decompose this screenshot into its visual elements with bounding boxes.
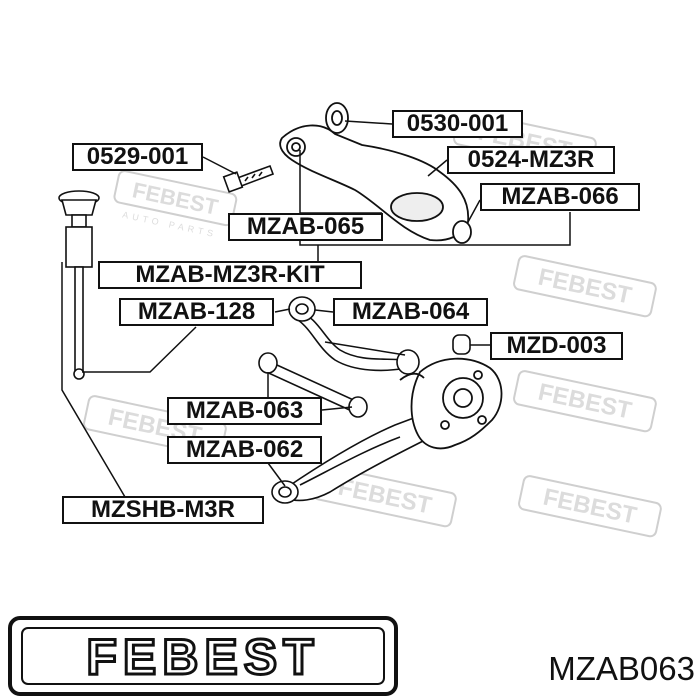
watermark-logo: FEBEST <box>513 370 657 433</box>
watermark-logo: FEBEST AUTO PARTS <box>113 170 238 239</box>
label-mzd-003: MZD-003 <box>490 332 623 360</box>
label-mzab-064: MZAB-064 <box>333 298 488 326</box>
knuckle-hub <box>399 357 503 450</box>
upper-control-arm <box>279 102 472 244</box>
svg-text:FEBEST: FEBEST <box>86 629 319 685</box>
label-mzab-mz3r-kit: MZAB-MZ3R-KIT <box>98 261 362 289</box>
bolt <box>222 164 275 193</box>
label-0524-mz3r: 0524-MZ3R <box>447 146 615 174</box>
label-0529-001: 0529-001 <box>72 143 203 171</box>
label-mzshb-m3r: MZSHB-M3R <box>62 496 264 524</box>
label-mzab-065: MZAB-065 <box>228 213 383 241</box>
shock-absorber <box>58 190 100 380</box>
bushing-mzd-003 <box>452 334 471 355</box>
febest-logo: FEBEST <box>8 616 398 696</box>
part-number: MZAB063 <box>548 650 695 687</box>
watermark-logo: FEBEST <box>518 475 662 538</box>
label-mzab-066: MZAB-066 <box>480 183 640 211</box>
watermark-logo: FEBEST <box>513 255 657 318</box>
lateral-link-063 <box>258 352 368 418</box>
label-mzab-128: MZAB-128 <box>119 298 274 326</box>
label-0530-001: 0530-001 <box>392 110 523 138</box>
trailing-arm-062 <box>271 408 447 504</box>
lower-arm-064 <box>288 296 420 375</box>
label-mzab-063: MZAB-063 <box>167 397 322 425</box>
label-mzab-062: MZAB-062 <box>167 436 322 464</box>
